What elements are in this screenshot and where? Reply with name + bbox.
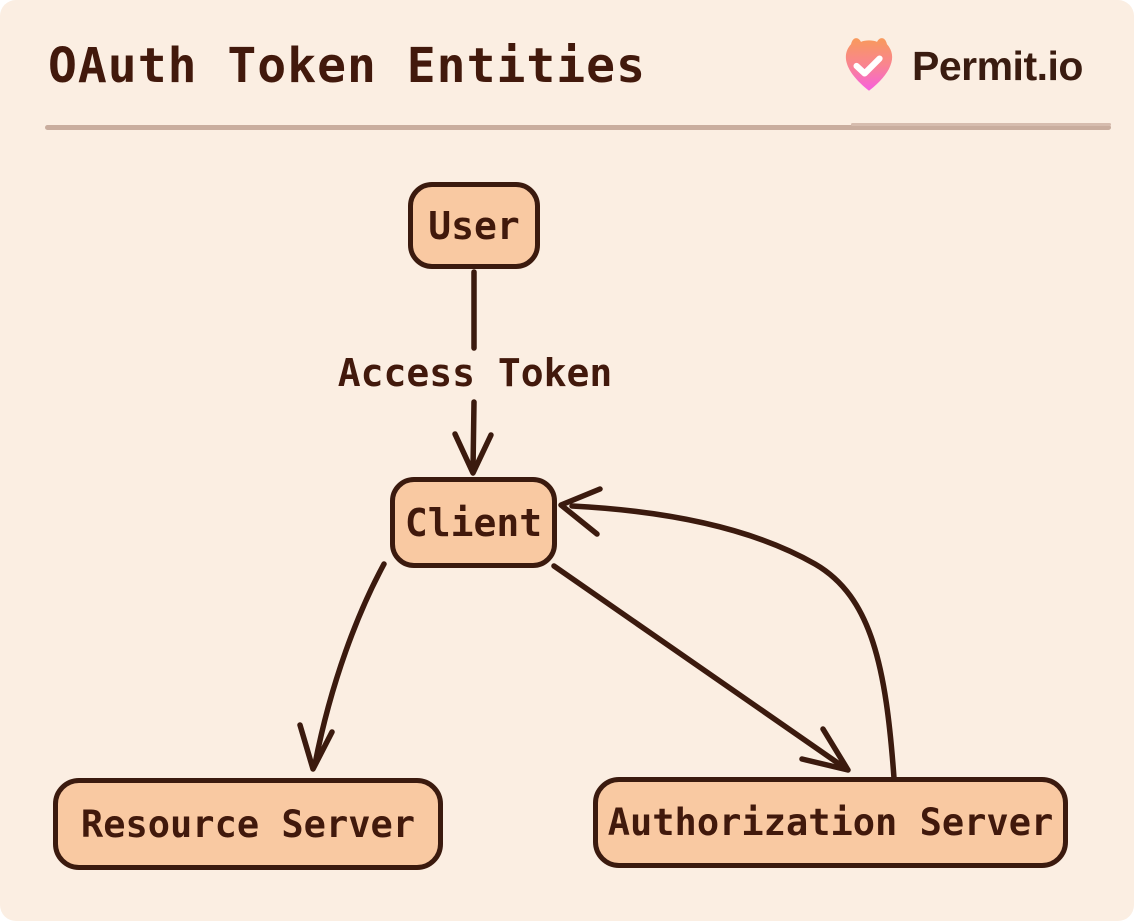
node-authorization-server-label: Authorization Server [607, 801, 1054, 844]
node-resource-server-label: Resource Server [80, 802, 416, 846]
permit-fox-badge-icon [845, 38, 893, 91]
arrowhead-left-icon [558, 486, 603, 537]
node-client-label: Client [404, 500, 543, 545]
edge-client-to-resource-server [297, 561, 387, 772]
edge-label-access-token: Access Token [337, 351, 613, 395]
brand-logo: Permit.io [838, 34, 1083, 98]
node-user-label: User [428, 203, 520, 248]
node-client: Client [390, 477, 557, 568]
node-resource-server: Resource Server [53, 778, 443, 870]
node-user: User [408, 182, 540, 269]
arrowhead-down-icon [297, 722, 335, 772]
node-authorization-server: Authorization Server [593, 777, 1068, 868]
header-divider [45, 123, 1111, 130]
page-title: OAuth Token Entities [48, 38, 646, 94]
edge-client-to-authorization-server [551, 563, 851, 773]
checkmark-icon [853, 55, 883, 77]
brand-name: Permit.io [912, 42, 1083, 89]
arrowhead-down-right-icon [799, 726, 851, 773]
arrowhead-down-icon [452, 431, 494, 476]
edge-authorization-server-to-client [558, 486, 897, 781]
